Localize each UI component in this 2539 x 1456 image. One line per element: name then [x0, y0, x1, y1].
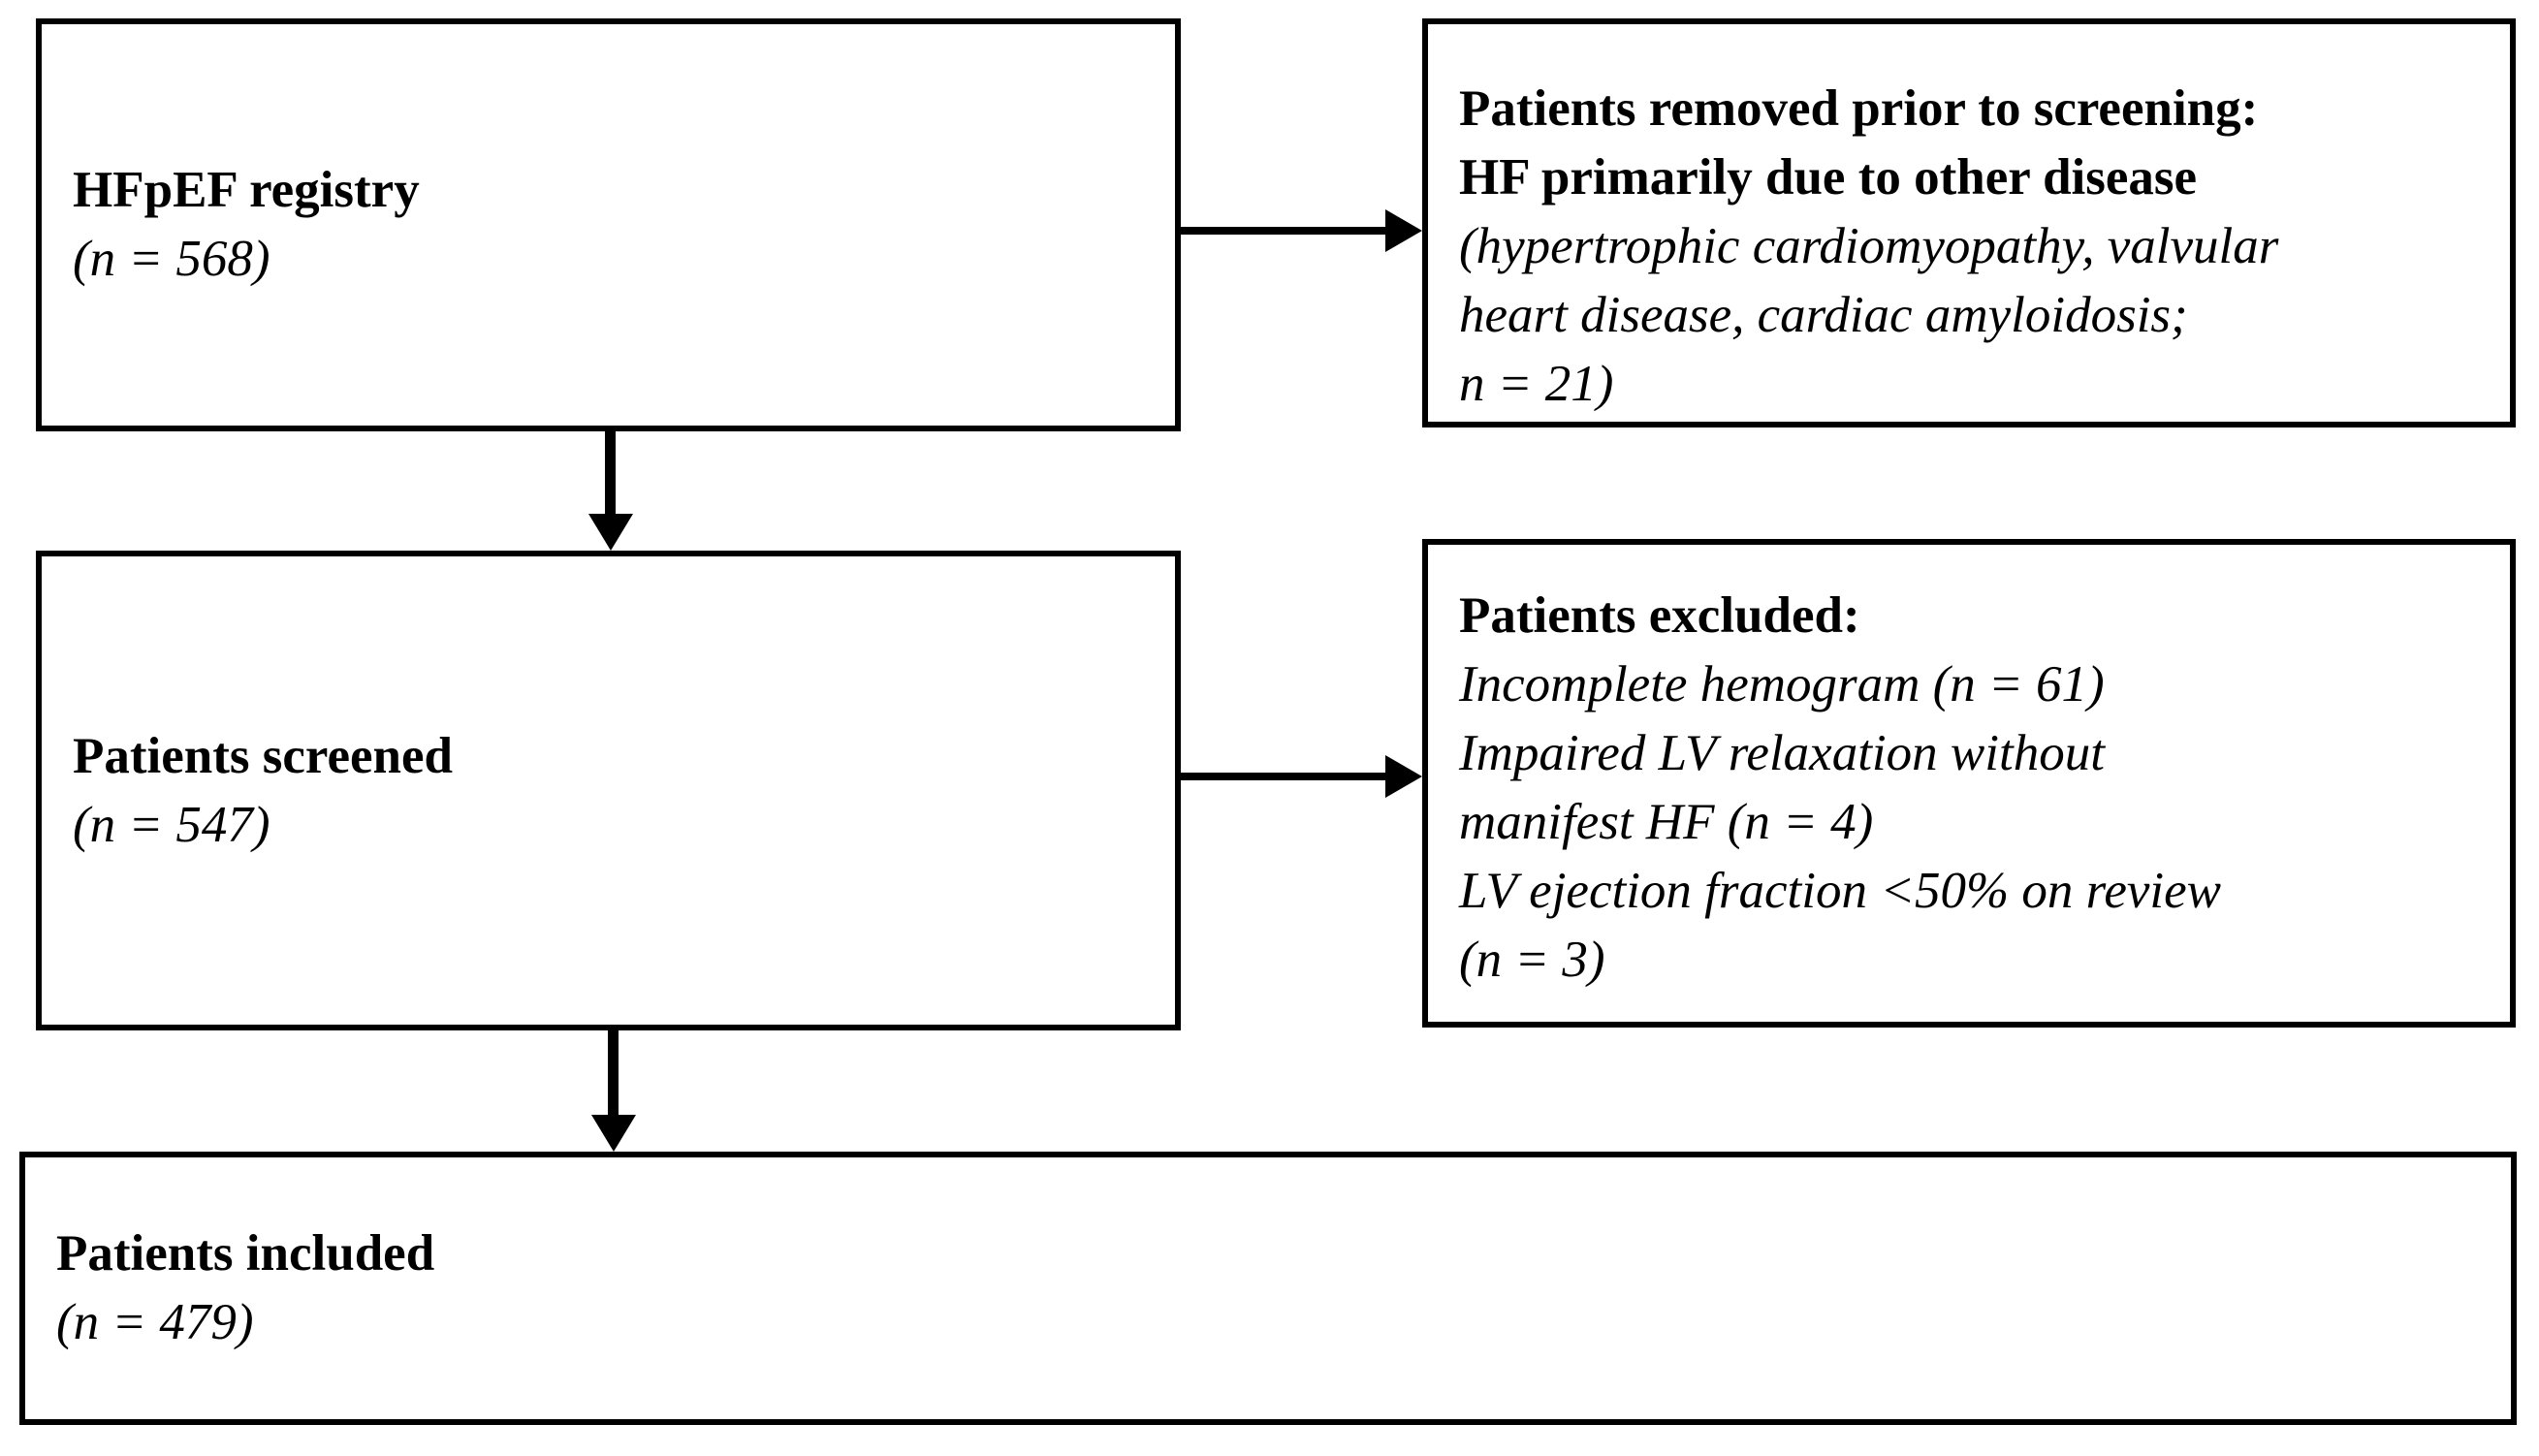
box-patients-screened: Patients screened (n = 547) [36, 551, 1181, 1030]
removed-detail-line: (hypertrophic cardiomyopathy, valvular [1459, 218, 2279, 274]
excluded-detail-line: Incomplete hemogram (n = 61) [1459, 656, 2105, 712]
box-patients-excluded: Patients excluded: Incomplete hemogram (… [1422, 539, 2516, 1028]
arrow-down-icon [591, 1115, 636, 1152]
arrow-screened-to-included-shaft [608, 1030, 619, 1117]
removed-detail-line: heart disease, cardiac amyloidosis; [1459, 287, 2188, 343]
arrow-right-icon [1385, 209, 1422, 252]
screened-count: (n = 547) [73, 796, 270, 853]
arrow-registry-to-removed-shaft [1181, 227, 1388, 235]
excluded-title: Patients excluded: [1459, 587, 1860, 644]
excluded-detail-line: Impaired LV relaxation without [1459, 725, 2105, 781]
excluded-detail-line: manifest HF (n = 4) [1459, 794, 1874, 850]
arrow-down-icon [588, 514, 633, 551]
screened-title: Patients screened [73, 727, 454, 784]
arrow-screened-to-excluded-shaft [1181, 773, 1388, 780]
registry-count: (n = 568) [73, 231, 270, 287]
removed-detail-line: n = 21) [1459, 356, 1614, 412]
included-count: (n = 479) [56, 1294, 254, 1350]
box-patients-removed: Patients removed prior to screening: HF … [1422, 18, 2516, 427]
arrow-registry-to-screened-shaft [605, 431, 616, 517]
excluded-detail-line: LV ejection fraction <50% on review [1459, 863, 2221, 919]
included-title: Patients included [56, 1225, 435, 1282]
box-patients-included: Patients included (n = 479) [19, 1152, 2517, 1425]
removed-title-line: Patients removed prior to screening: [1459, 80, 2259, 137]
arrow-right-icon [1385, 755, 1422, 798]
registry-title: HFpEF registry [73, 162, 420, 218]
excluded-detail-line: (n = 3) [1459, 932, 1605, 988]
box-hfpef-registry: HFpEF registry (n = 568) [36, 18, 1181, 431]
removed-title-line: HF primarily due to other disease [1459, 149, 2198, 206]
